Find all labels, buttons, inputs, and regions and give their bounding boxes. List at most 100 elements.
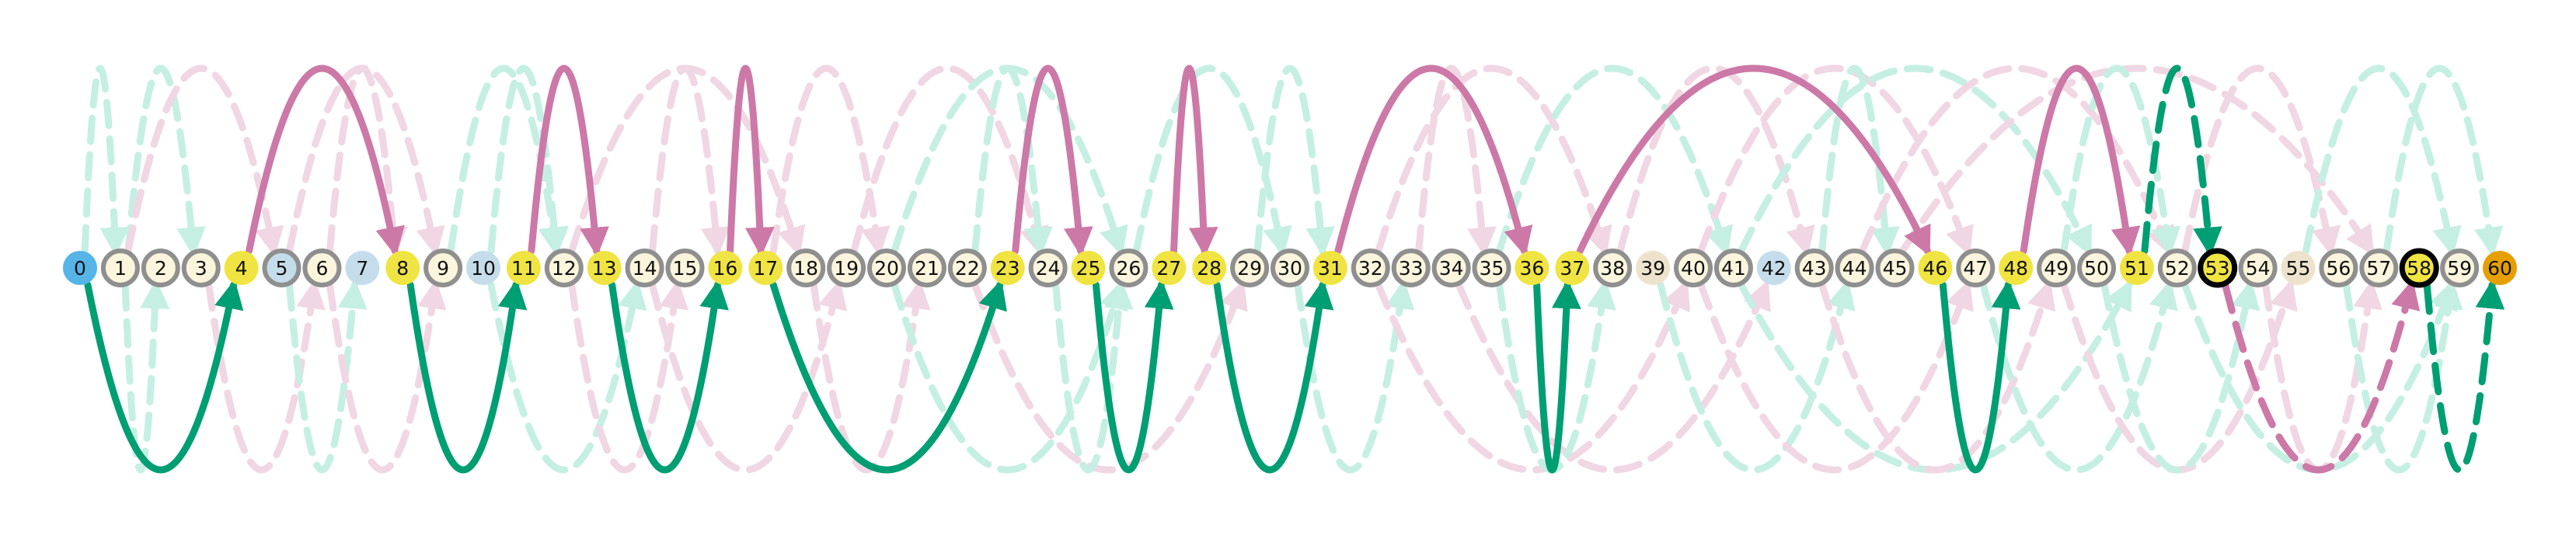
node-28: 28 [1192, 251, 1227, 285]
node-label: 13 [592, 257, 617, 280]
node-label: 42 [1762, 257, 1786, 280]
node-6: 6 [302, 249, 342, 287]
node-circle [2119, 251, 2154, 285]
faded-edge-arc [1657, 279, 1856, 474]
node-label: 60 [2487, 257, 2512, 280]
faded-edge-arc [2383, 64, 2504, 257]
node-circle [587, 251, 622, 285]
node-29: 29 [1230, 249, 1270, 287]
node-circle [345, 251, 380, 285]
node-label: 34 [1439, 257, 1464, 280]
node-39: 39 [1636, 251, 1671, 285]
node-circle [947, 249, 987, 287]
node-label: 2 [155, 257, 167, 280]
node-label: 21 [915, 257, 939, 280]
node-24: 24 [1028, 249, 1068, 287]
node-33: 33 [1391, 249, 1431, 287]
node-32: 32 [1351, 249, 1390, 287]
edge-arc-4-8 [246, 64, 405, 257]
node-37: 37 [1555, 251, 1590, 285]
faded-edge-arc [891, 279, 1128, 474]
node-16: 16 [708, 251, 743, 285]
node-label: 19 [834, 257, 859, 280]
faded-edge-arc [1616, 64, 1815, 257]
faded-edge-arc [1818, 64, 1900, 257]
faded-edge-arc [326, 64, 408, 257]
faded-edge-arc [1132, 64, 1292, 257]
node-circle [867, 249, 906, 287]
edge-arc-0-4 [84, 279, 244, 474]
node-label: 10 [471, 257, 496, 280]
node-circle [141, 249, 180, 287]
node-circle [1230, 249, 1270, 287]
node-label: 25 [1076, 257, 1101, 280]
node-0: 0 [63, 251, 97, 285]
faded-edge-arc [1697, 279, 1974, 474]
node-label: 27 [1156, 257, 1181, 280]
node-circle [100, 249, 140, 287]
faded-edge-arc [487, 279, 647, 474]
node-circle [1028, 249, 1068, 287]
node-circle [625, 249, 664, 287]
faded-edge-arc [1052, 279, 1134, 474]
edge-arc-23-25 [1012, 64, 1093, 257]
node-circle [224, 251, 259, 285]
node-label: 18 [793, 257, 818, 280]
faded-edge-arc [971, 279, 1248, 474]
highlighted-edges [84, 64, 2505, 474]
node-43: 43 [1794, 249, 1834, 287]
node-60: 60 [2483, 251, 2517, 285]
faded-edge-arc [1375, 280, 1690, 474]
node-circle [1312, 251, 1347, 285]
node-circle [262, 249, 302, 287]
node-1: 1 [100, 249, 140, 287]
node-22: 22 [947, 249, 987, 287]
edge-arc-46-48 [1939, 279, 2021, 474]
node-57: 57 [2359, 249, 2399, 287]
node-circle [1674, 249, 1713, 287]
node-48: 48 [1999, 251, 2034, 285]
edge-arc-28-31 [1213, 279, 1334, 474]
faded-edge-arc [1899, 64, 2375, 256]
edge-arc-11-13 [528, 64, 609, 257]
node-circle [1152, 251, 1187, 285]
node-label: 33 [1399, 257, 1424, 280]
node-label: 17 [753, 257, 778, 280]
node-26: 26 [1109, 249, 1149, 287]
node-41: 41 [1713, 249, 1753, 287]
node-label: 7 [356, 257, 368, 280]
node-circle [1351, 249, 1390, 287]
node-label: 20 [874, 257, 899, 280]
node-54: 54 [2238, 249, 2278, 287]
node-label: 45 [1883, 257, 1908, 280]
node-circle [748, 251, 783, 285]
node-label: 12 [552, 257, 577, 280]
node-31: 31 [1312, 251, 1347, 285]
faded-edge-arc [1859, 64, 2174, 256]
node-2: 2 [141, 249, 180, 287]
faded-edge-arc [2181, 279, 2458, 474]
node-circle [827, 249, 866, 287]
faded-edge-arc [1253, 64, 1336, 257]
node-14: 14 [625, 249, 664, 287]
node-9: 9 [424, 249, 463, 287]
node-circle [1713, 249, 1753, 287]
faded-edge-arc [1818, 279, 2056, 474]
node-circle [424, 249, 463, 287]
node-circle [786, 249, 826, 287]
node-circle [2077, 249, 2116, 287]
node-circle [1555, 251, 1590, 285]
node-label: 40 [1681, 257, 1706, 280]
faded-edge-arc [1496, 64, 1733, 257]
node-11: 11 [506, 251, 541, 285]
node-label: 58 [2407, 257, 2431, 280]
node-circle [544, 249, 584, 287]
node-44: 44 [1835, 249, 1874, 287]
node-circle [1472, 249, 1511, 287]
edge-arc-17-23 [769, 279, 1007, 474]
faded-edge-arc [81, 64, 130, 257]
node-46: 46 [1918, 251, 1953, 285]
node-27: 27 [1152, 251, 1187, 285]
